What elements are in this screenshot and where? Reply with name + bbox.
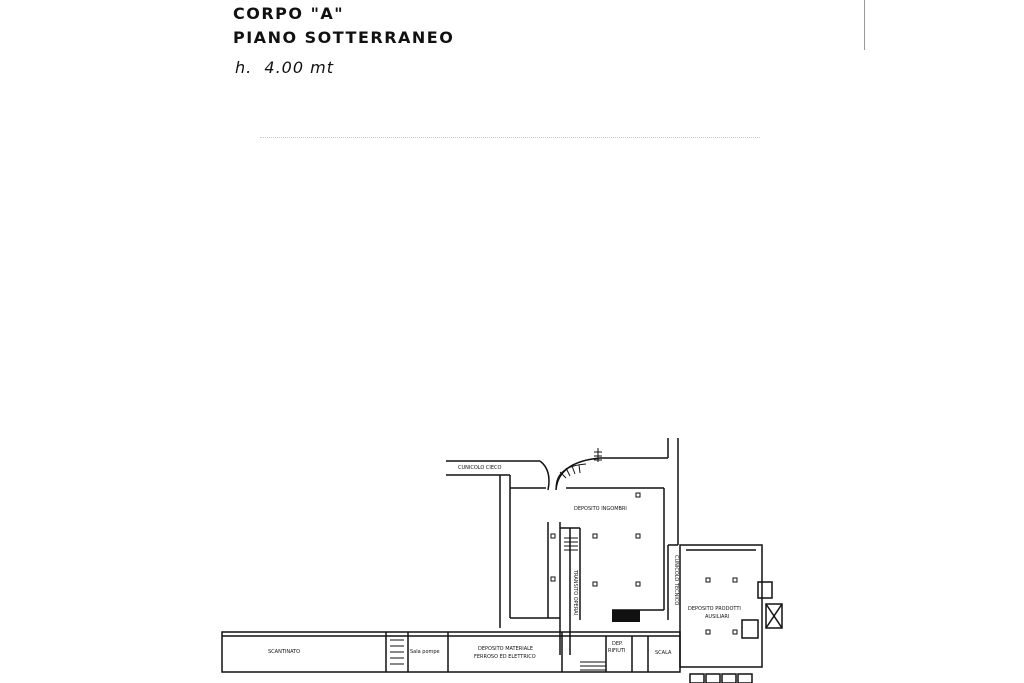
label-ferroso-elettrico: FERROSO ED ELETTRICO	[474, 654, 536, 660]
cunicolo-tecnico-corridor	[667, 544, 678, 620]
label-deposito-prodotti: DEPOSITO PRODOTTI	[688, 606, 741, 612]
label-deposito-materiale: DEPOSITO MATERIALE	[478, 646, 533, 652]
transito-operai-corridor	[547, 522, 581, 655]
label-rifiuti: RIFIUTI	[608, 648, 626, 654]
floor-title: PIANO SOTTERRANEO	[233, 28, 455, 47]
bottom-footings	[689, 673, 753, 683]
dotted-guide-line	[260, 137, 760, 140]
label-dep: DEP.	[612, 641, 623, 647]
label-ausiliari: AUSILIARI	[705, 614, 729, 620]
columns	[550, 492, 738, 635]
label-cunicolo-tecnico: CUNICOLO TECNICO	[673, 555, 679, 605]
stairs	[390, 448, 606, 671]
building-title: CORPO "A"	[233, 4, 345, 23]
floor-height: h. 4.00 mt	[235, 58, 334, 77]
sheet-edge-line	[864, 0, 865, 50]
deposito-prodotti-block	[679, 544, 783, 668]
deposito-ingombri-block	[499, 475, 665, 628]
lower-strip	[221, 631, 681, 673]
label-scala: SCALA	[655, 650, 672, 656]
hatched-block	[612, 610, 640, 622]
label-cunicolo-cieco: CUNICOLO CIECO	[458, 465, 502, 471]
label-deposito-ingombri: DEPOSITO INGOMBRI	[574, 506, 627, 512]
label-sala-pompe: Sala pompe	[410, 649, 440, 655]
label-scantinato: SCANTINATO	[268, 649, 300, 655]
label-transito-operai: TRANSITO OPERAI	[572, 569, 578, 615]
cunicolo-cieco-corridor	[446, 438, 679, 545]
title-block: CORPO "A" PIANO SOTTERRANEO h. 4.00 mt	[233, 2, 454, 80]
